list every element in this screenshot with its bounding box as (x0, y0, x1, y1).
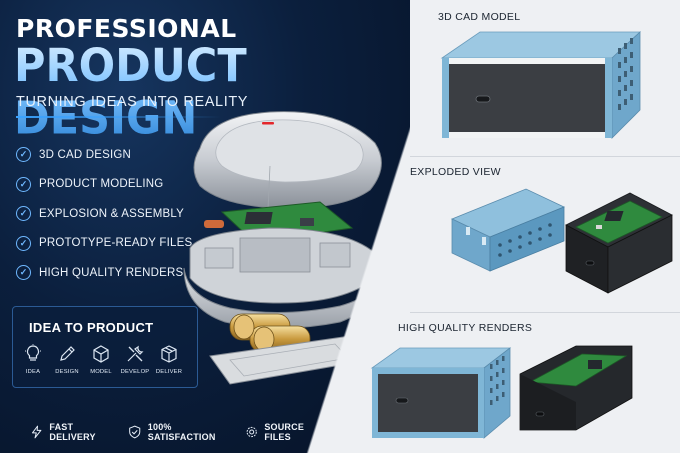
showcase-label-exploded: EXPLODED VIEW (410, 166, 501, 178)
feature-label: HIGH QUALITY RENDERS (39, 266, 184, 279)
check-circle-icon: ✓ (16, 235, 31, 251)
gear-icon (246, 426, 257, 438)
showcase-panel: 3D CAD MODEL EXPLODED VIEW (370, 0, 680, 453)
tagline-underline (16, 116, 221, 118)
headline-line-1: PROFESSIONAL (16, 14, 237, 43)
tools-icon (127, 345, 144, 362)
check-circle-icon: ✓ (16, 206, 31, 222)
check-circle-icon: ✓ (16, 265, 31, 281)
lightbulb-icon (25, 344, 41, 361)
badge-label: SOURCE FILES (264, 422, 305, 442)
process-step: DESIGN (50, 344, 84, 375)
process-step-label: IDEA (25, 369, 41, 375)
cube-icon (93, 345, 109, 363)
feature-label: PRODUCT MODELING (39, 178, 164, 191)
section-divider (410, 156, 680, 157)
feature-list: ✓ 3D CAD DESIGN ✓ PRODUCT MODELING ✓ EXPLOS… (16, 140, 192, 288)
cad-enclosure-render (440, 31, 642, 139)
process-step: DELIVER (152, 344, 186, 375)
process-step: IDEA (16, 344, 50, 375)
feature-label: EXPLOSION & ASSEMBLY (39, 207, 185, 220)
feature-label: PROTOTYPE-READY FILES (39, 237, 193, 250)
process-step-label: DELIVER (155, 369, 183, 375)
feature-item: ✓ PROTOTYPE-READY FILES (16, 229, 192, 259)
badge-label: 100% SATISFACTION (147, 422, 216, 442)
process-steps: IDEA DESIGN MODEL DEVELOP DELIVER (16, 344, 186, 375)
box-icon (161, 345, 177, 363)
feature-item: ✓ 3D CAD DESIGN (16, 140, 192, 170)
exploded-device-illustration (183, 111, 383, 385)
lightning-icon (32, 425, 42, 439)
feature-label: 3D CAD DESIGN (39, 148, 132, 161)
badge-label: FAST DELIVERY (49, 422, 96, 442)
hero-panel: PROFESSIONAL PRODUCT DESIGN TURNING IDEA… (0, 0, 410, 453)
process-step-label: MODEL (90, 369, 112, 375)
exploded-view-render (451, 188, 673, 294)
process-title: IDEA TO PRODUCT (29, 320, 154, 335)
badge-satisfaction: 100% SATISFACTION (128, 422, 227, 442)
process-step: DEVELOP (118, 344, 152, 375)
process-step-label: DEVELOP (120, 369, 150, 375)
process-step: MODEL (84, 344, 118, 375)
pencil-icon (60, 346, 75, 361)
feature-item: ✓ EXPLOSION & ASSEMBLY (16, 199, 192, 229)
render-showcase (370, 345, 633, 439)
headline-line-2: PRODUCT DESIGN (14, 40, 410, 145)
badge-source-files: SOURCE FILES (245, 422, 322, 442)
check-circle-icon: ✓ (16, 176, 31, 192)
feature-item: ✓ HIGH QUALITY RENDERS (16, 258, 192, 288)
showcase-label-cad: 3D CAD MODEL (438, 11, 521, 23)
showcase-label-renders: HIGH QUALITY RENDERS (398, 322, 533, 334)
badge-bar: FAST DELIVERY 100% SATISFACTION SOURCE F… (0, 411, 340, 453)
check-circle-icon: ✓ (16, 147, 31, 163)
shield-check-icon (129, 425, 141, 439)
badge-fast-delivery: FAST DELIVERY (30, 422, 110, 442)
process-step-label: DESIGN (55, 369, 79, 375)
feature-item: ✓ PRODUCT MODELING (16, 170, 192, 200)
tagline: TURNING IDEAS INTO REALITY (16, 94, 249, 110)
section-divider (410, 312, 680, 313)
